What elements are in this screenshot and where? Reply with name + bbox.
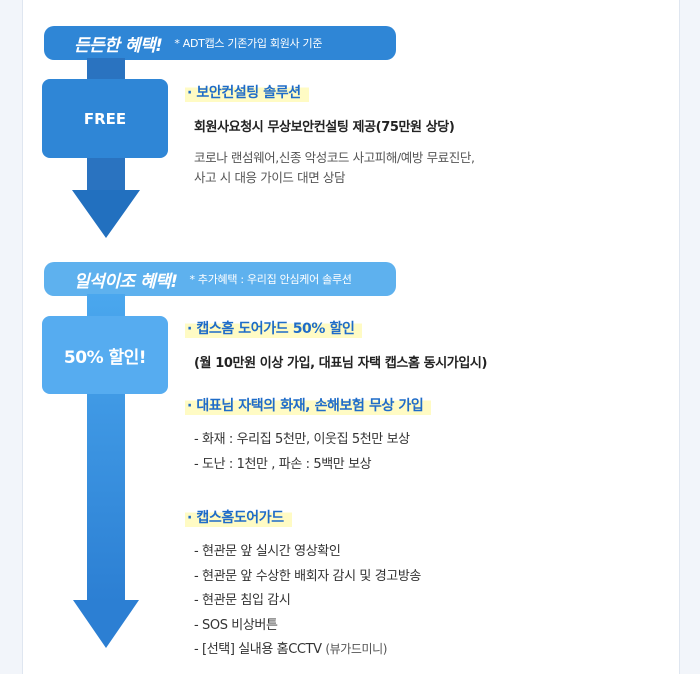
security-consulting-heading: · 보안컨설팅 솔루션: [185, 82, 309, 102]
section2-arrow-down-icon: [73, 600, 139, 648]
insurance-item-theft: - 도난 : 1천만 , 파손 : 5백만 보상: [194, 457, 372, 472]
feature-item: - 현관문 앞 실시간 영상확인: [194, 544, 341, 559]
doorguard-features-heading-text: · 캡스홈도어가드: [185, 510, 292, 527]
consulting-offer-text: 회원사요청시 무상보안컨설팅 제공(75만원 상당): [194, 120, 455, 135]
consulting-detail-line2: 사고 시 대응 가이드 대면 상담: [194, 170, 346, 185]
section1-arrow-down-icon: [72, 190, 140, 238]
security-consulting-heading-text: · 보안컨설팅 솔루션: [185, 85, 309, 102]
section1-header-pill: 든든한 혜택! * ADT캡스 기존가입 회원사 기준: [44, 26, 396, 60]
discount-badge: 50% 할인!: [42, 316, 168, 394]
free-badge: FREE: [42, 79, 168, 158]
insurance-heading: · 대표님 자택의 화재, 손해보험 무상 가입: [185, 395, 432, 415]
doorguard-features-heading: · 캡스홈도어가드: [185, 507, 292, 527]
feature-item: - 현관문 앞 수상한 배회자 감시 및 경고방송: [194, 569, 421, 584]
doorguard-discount-heading: · 캡스홈 도어가드 50% 할인: [185, 318, 363, 338]
feature-item-cctv: - [선택] 실내용 홈CCTV (뷰가드미니): [194, 638, 387, 657]
section2-subtitle: * 추가혜택 : 우리집 안심케어 솔루션: [189, 273, 352, 286]
feature-item: - 현관문 침입 감시: [194, 593, 291, 608]
feature-item: - SOS 비상버튼: [194, 618, 278, 633]
section2-header-pill: 일석이조 혜택! * 추가혜택 : 우리집 안심케어 솔루션: [44, 262, 396, 296]
feature-item-cctv-label: - [선택] 실내용 홈CCTV: [194, 642, 322, 657]
section2-title: 일석이조 혜택!: [74, 271, 178, 292]
insurance-heading-text: · 대표님 자택의 화재, 손해보험 무상 가입: [185, 398, 432, 415]
consulting-detail-line1: 코로나 랜섬웨어,신종 악성코드 사고피해/예방 무료진단,: [194, 150, 475, 165]
section1-title: 든든한 혜택!: [74, 35, 163, 56]
section1-subtitle: * ADT캡스 기존가입 회원사 기준: [174, 37, 323, 50]
insurance-item-fire: - 화재 : 우리집 5천만, 이웃집 5천만 보상: [194, 432, 410, 447]
discount-condition-text: (월 10만원 이상 가입, 대표님 자택 캡스홈 동시가입시): [194, 356, 487, 371]
doorguard-discount-heading-text: · 캡스홈 도어가드 50% 할인: [185, 321, 363, 338]
feature-item-cctv-note: (뷰가드미니): [325, 642, 388, 656]
